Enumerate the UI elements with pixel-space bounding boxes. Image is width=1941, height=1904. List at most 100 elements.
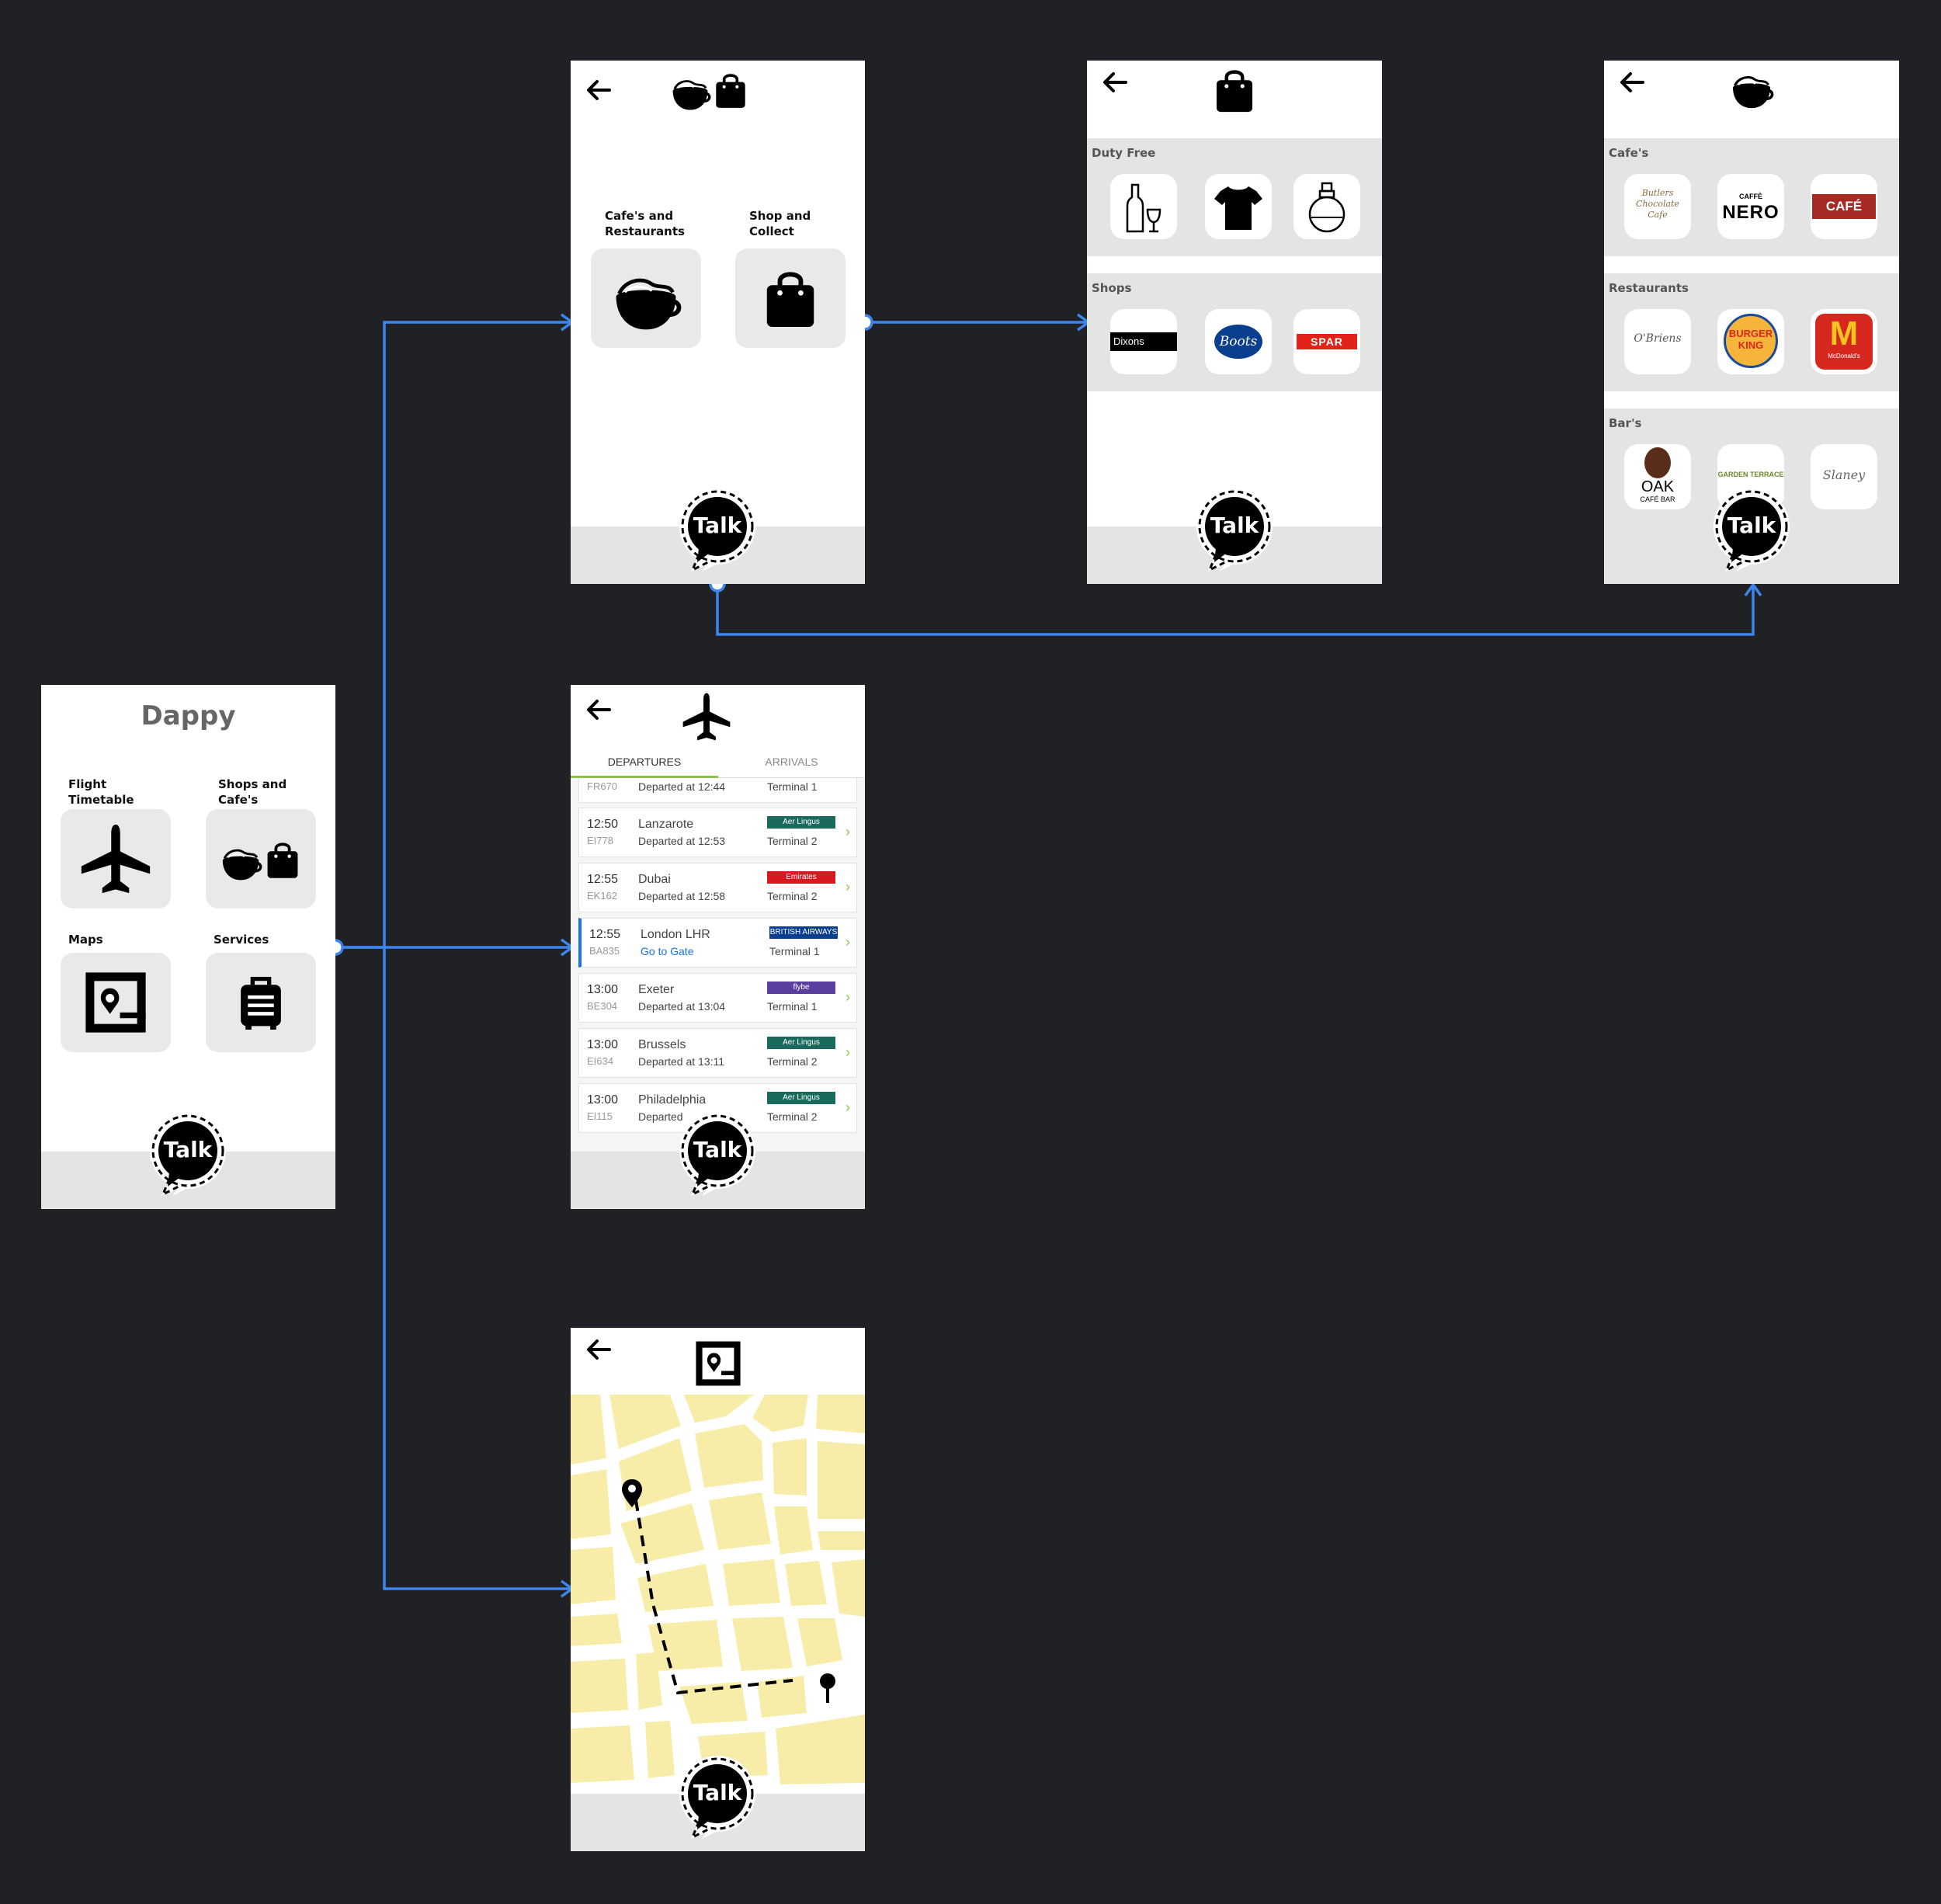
- cup-icon: [1728, 65, 1775, 112]
- talk-button[interactable]: Talk: [146, 1109, 230, 1199]
- talk-label: Talk: [1210, 512, 1259, 538]
- boots-text: Boots: [1219, 334, 1258, 349]
- flight-code: EI778: [587, 835, 613, 846]
- flight-code: EI115: [587, 1110, 613, 1122]
- flight-terminal: Terminal 2: [767, 835, 818, 847]
- obriens-logo[interactable]: O'Briens: [1624, 309, 1691, 374]
- services-button[interactable]: [206, 953, 316, 1052]
- flight-status: Departed at 12:58: [638, 890, 726, 902]
- flight-list: FR670 Departed at 12:44 Terminal 1 › 12:…: [571, 778, 865, 1209]
- slaney-logo[interactable]: Slaney: [1811, 444, 1877, 509]
- flight-destination: Brussels: [638, 1038, 686, 1051]
- butlers-text: Butlers Chocolate Cafe: [1636, 188, 1679, 220]
- talk-button[interactable]: Talk: [1710, 485, 1793, 575]
- perfume-tile[interactable]: [1293, 174, 1360, 239]
- bag-icon: [758, 266, 823, 331]
- oak-acorn-icon: [1644, 447, 1671, 478]
- mcdonalds-logo[interactable]: M McDonald's: [1811, 309, 1877, 374]
- bag-icon: [1210, 65, 1259, 115]
- flight-terminal: Terminal 1: [767, 1000, 818, 1013]
- airline-logo: flybe: [767, 982, 835, 994]
- flight-timetable-button[interactable]: [61, 809, 171, 909]
- garden-terrace-text: GARDEN TERRACE: [1717, 471, 1784, 478]
- dixons-logo[interactable]: Dixons: [1110, 309, 1177, 374]
- flight-terminal: Terminal 2: [767, 1110, 818, 1123]
- bottle-glass-tile[interactable]: [1110, 174, 1177, 239]
- mcdonalds-text: McDonald's: [1828, 353, 1860, 360]
- duty-free-section: Duty Free: [1087, 138, 1382, 256]
- destination-pin-icon: [820, 1673, 835, 1703]
- cafes-restaurants-button[interactable]: [591, 248, 701, 348]
- tshirt-tile[interactable]: [1205, 174, 1272, 239]
- arrowhead-food: [1744, 582, 1762, 597]
- flight-code: EK162: [587, 890, 618, 902]
- flights-screen: DEPARTURES ARRIVALS FR670 Departed at 12…: [571, 685, 865, 1209]
- boots-logo[interactable]: Boots: [1205, 309, 1272, 374]
- butlers-logo[interactable]: Butlers Chocolate Cafe: [1624, 174, 1691, 239]
- maps-button[interactable]: [61, 953, 171, 1052]
- flight-time: 12:55: [589, 928, 621, 941]
- flight-terminal: Terminal 2: [767, 1055, 818, 1068]
- burger-king-text: BURGER KING: [1728, 328, 1773, 351]
- airline-logo: Aer Lingus: [767, 1092, 835, 1104]
- burger-king-bun: [1724, 314, 1778, 368]
- flight-status: Departed: [638, 1110, 683, 1123]
- shop-screen: Duty Free Shops Dixons: [1087, 61, 1382, 584]
- tab-departures-label: DEPARTURES: [607, 756, 682, 768]
- spar-logo[interactable]: SPAR: [1293, 309, 1360, 374]
- perfume-icon: [1308, 182, 1346, 233]
- tab-departures[interactable]: DEPARTURES: [571, 749, 718, 778]
- talk-button[interactable]: Talk: [675, 1752, 759, 1842]
- airline-logo: Aer Lingus: [767, 1037, 835, 1049]
- tab-arrivals[interactable]: ARRIVALS: [718, 749, 865, 778]
- shops-cafes-button[interactable]: [206, 809, 316, 909]
- flight-terminal: Terminal 1: [767, 780, 818, 793]
- back-arrow-icon[interactable]: [585, 76, 613, 104]
- back-arrow-icon[interactable]: [1618, 68, 1646, 96]
- talk-button[interactable]: Talk: [675, 1109, 759, 1199]
- talk-button[interactable]: Talk: [1193, 485, 1276, 575]
- back-arrow-icon[interactable]: [585, 1336, 613, 1364]
- oak-cafe-bar-logo[interactable]: OAK CAFÉ BAR: [1624, 444, 1691, 509]
- airline-logo: Aer Lingus: [767, 816, 835, 829]
- connector-home-to-map: [383, 947, 571, 1590]
- talk-label: Talk: [163, 1137, 213, 1162]
- chevron-right-icon: ›: [845, 824, 850, 839]
- tshirt-icon: [1214, 186, 1262, 230]
- cup-icon: [609, 261, 683, 335]
- cafe-bar-logo[interactable]: CAFÉ BAR: [1811, 174, 1877, 239]
- flight-code: EI634: [587, 1055, 613, 1067]
- caffe-nero-logo[interactable]: CAFFÈ NERO: [1717, 174, 1784, 239]
- flight-time: 13:00: [587, 1038, 619, 1051]
- chevron-right-icon: ›: [845, 989, 850, 1005]
- shop-collect-button[interactable]: [735, 248, 845, 348]
- flight-status: Departed at 12:53: [638, 835, 726, 847]
- plane-icon: [681, 691, 732, 742]
- spar-text: SPAR: [1297, 334, 1357, 349]
- flight-time: 12:50: [587, 818, 619, 831]
- cup-icon: [668, 70, 712, 113]
- mcdonalds-bg: [1815, 314, 1873, 370]
- burger-king-logo[interactable]: BURGER KING: [1717, 309, 1784, 374]
- back-arrow-icon[interactable]: [585, 696, 613, 724]
- flight-time: 13:00: [587, 1093, 619, 1107]
- talk-button[interactable]: Talk: [675, 485, 759, 575]
- obriens-text: O'Briens: [1634, 332, 1682, 345]
- cafe-bar-text: CAFÉ BAR: [1812, 194, 1876, 238]
- connector-home-to-categories: [335, 321, 571, 949]
- bars-section: Bar's OAK CAFÉ BAR GARDEN TERRACE Slaney: [1604, 408, 1899, 526]
- flight-time: 13:00: [587, 983, 619, 996]
- flight-row-partial[interactable]: FR670 Departed at 12:44 Terminal 1 ›: [578, 778, 857, 803]
- cafes-section: Cafe's Butlers Chocolate Cafe CAFFÈ NERO…: [1604, 138, 1899, 256]
- restaurants-label: Restaurants: [1609, 281, 1689, 295]
- back-arrow-icon[interactable]: [1101, 68, 1129, 96]
- flight-code: FR670: [587, 780, 618, 792]
- shops-label: Shops: [1092, 281, 1132, 295]
- chevron-right-icon: ›: [845, 879, 850, 895]
